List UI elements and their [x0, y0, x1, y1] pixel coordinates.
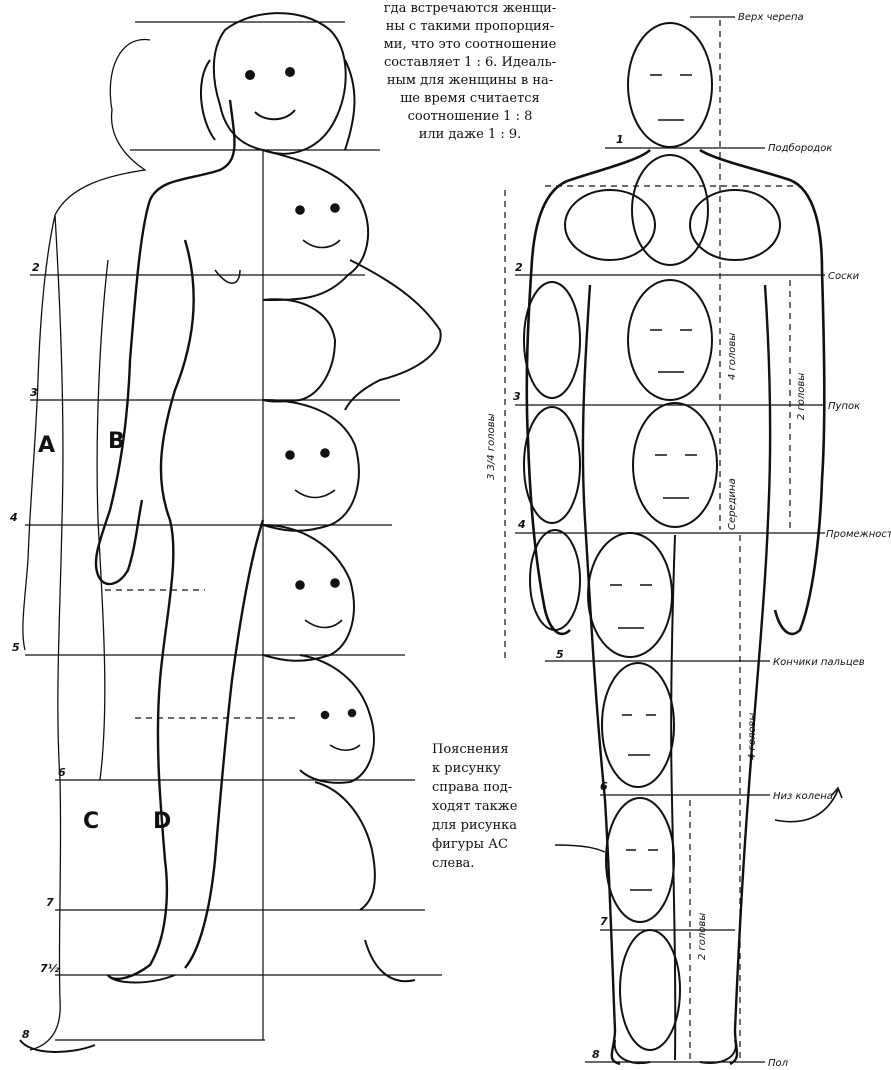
- vlabel-four-heads-upper: 4 головы: [727, 333, 738, 380]
- female-feet: [20, 940, 415, 1052]
- male-guide-lines: [505, 17, 825, 1062]
- female-head-units: [263, 150, 441, 910]
- female-marker-3: 3: [30, 386, 38, 399]
- male-marker-1: 1: [616, 133, 624, 146]
- male-faces: [610, 75, 697, 890]
- label-crotch: Промежность: [826, 529, 891, 540]
- label-below-knee: Низ колена: [773, 791, 833, 802]
- letter-a: A: [38, 433, 55, 458]
- letter-d: D: [153, 809, 171, 834]
- vlabel-two-heads-arm: 2 головы: [796, 373, 807, 420]
- male-marker-5: 5: [556, 648, 564, 661]
- male-marker-4: 4: [517, 518, 526, 531]
- label-fingertips: Кончики пальцев: [773, 657, 865, 668]
- label-navel: Пупок: [828, 401, 860, 412]
- female-faces: [286, 204, 360, 750]
- female-marker-6: 6: [58, 766, 66, 779]
- letter-c: C: [83, 809, 99, 834]
- vlabel-middle: Середина: [727, 478, 738, 530]
- female-marker-8: 8: [22, 1028, 30, 1041]
- label-floor: Пол: [768, 1058, 789, 1069]
- female-head: [201, 13, 355, 154]
- label-top-of-skull: Верх черепа: [738, 12, 804, 23]
- female-marker-7: 7: [46, 896, 54, 909]
- male-marker-8: 8: [592, 1048, 600, 1061]
- male-figure: [505, 17, 842, 1064]
- note-pointer: [555, 845, 605, 852]
- female-marker-7-half: 7½: [40, 962, 60, 975]
- female-guide-lines: [25, 22, 442, 1040]
- male-marker-7: 7: [600, 915, 608, 928]
- vlabel-left-span: 3 3/4 головы: [486, 413, 497, 480]
- vlabel-two-heads-lower: 2 головы: [697, 913, 708, 960]
- label-nipples: Соски: [828, 271, 860, 282]
- male-marker-3: 3: [513, 390, 521, 403]
- label-chin: Подбородок: [768, 142, 832, 154]
- female-marker-2: 2: [32, 261, 40, 274]
- letter-b: B: [108, 429, 125, 454]
- female-marker-5: 5: [12, 641, 20, 654]
- vlabel-four-heads-lower: 4 головы: [747, 713, 758, 760]
- back-figure-outline: [23, 40, 150, 1050]
- female-figure: [20, 13, 442, 1052]
- front-figure-outline: [96, 100, 235, 584]
- female-marker-4: 4: [9, 511, 18, 524]
- male-marker-2: 2: [515, 261, 523, 274]
- male-marker-6: 6: [600, 780, 608, 793]
